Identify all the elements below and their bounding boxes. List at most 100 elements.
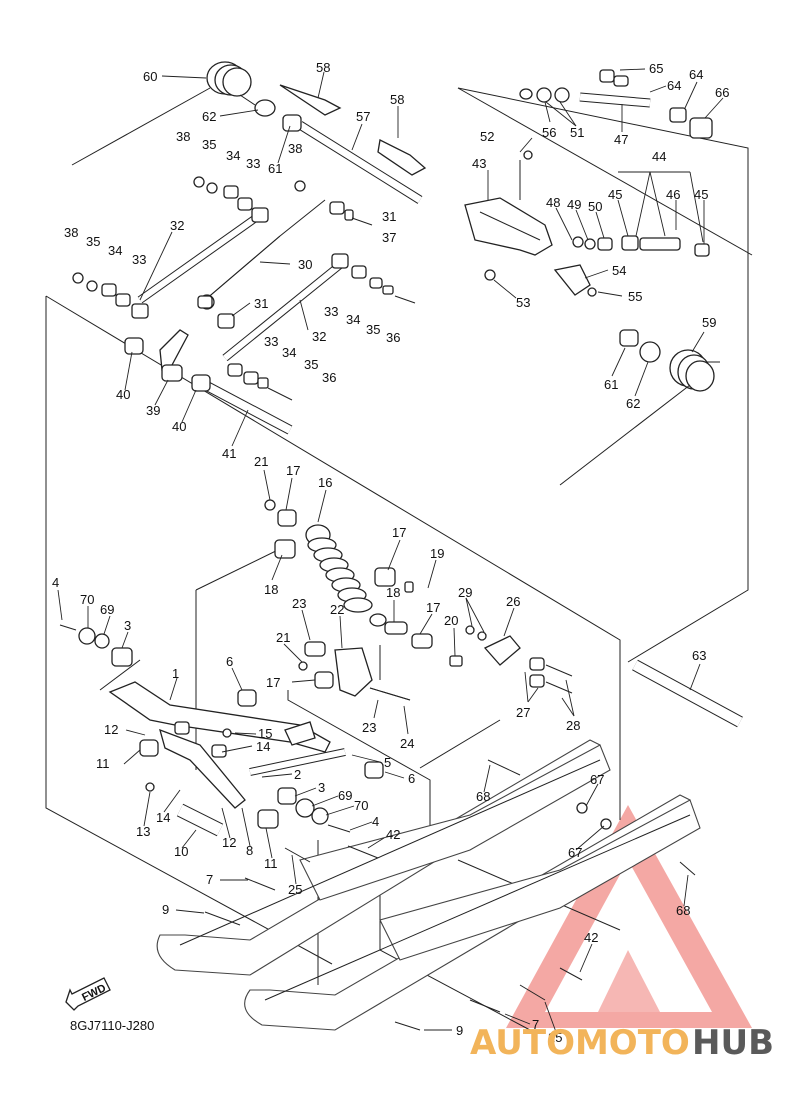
diagram-code: 8GJ7110-J280 bbox=[70, 1018, 154, 1033]
arms-and-rods bbox=[108, 92, 743, 837]
callout-4: 4 bbox=[52, 575, 59, 590]
callout-6: 6 bbox=[408, 771, 415, 786]
callout-12: 12 bbox=[104, 722, 118, 737]
callout-25: 25 bbox=[288, 882, 302, 897]
callout-32: 32 bbox=[312, 329, 326, 344]
callout-61: 61 bbox=[268, 161, 282, 176]
callout-35: 35 bbox=[366, 322, 380, 337]
callout-3: 3 bbox=[318, 780, 325, 795]
callout-42: 42 bbox=[584, 930, 598, 945]
callout-13: 13 bbox=[136, 824, 150, 839]
torsion-spring-right bbox=[559, 349, 720, 486]
callout-35: 35 bbox=[86, 234, 100, 249]
callout-64: 64 bbox=[667, 78, 681, 93]
callout-35: 35 bbox=[304, 357, 318, 372]
callout-18: 18 bbox=[264, 582, 278, 597]
callout-27: 27 bbox=[516, 705, 530, 720]
callout-34: 34 bbox=[346, 312, 360, 327]
callout-54: 54 bbox=[612, 263, 626, 278]
callout-35: 35 bbox=[202, 137, 216, 152]
callout-19: 19 bbox=[430, 546, 444, 561]
callout-20: 20 bbox=[444, 613, 458, 628]
callout-45: 45 bbox=[694, 187, 708, 202]
callout-9: 9 bbox=[456, 1023, 463, 1038]
callout-38: 38 bbox=[288, 141, 302, 156]
callout-17: 17 bbox=[266, 675, 280, 690]
callout-14: 14 bbox=[156, 810, 170, 825]
callout-36: 36 bbox=[322, 370, 336, 385]
callout-44: 44 bbox=[652, 149, 666, 164]
callout-23: 23 bbox=[292, 596, 306, 611]
callout-11: 11 bbox=[96, 756, 110, 771]
callout-63: 63 bbox=[692, 648, 706, 663]
callout-33: 33 bbox=[246, 156, 260, 171]
callout-58: 58 bbox=[390, 92, 404, 107]
callout-69: 69 bbox=[100, 602, 114, 617]
callout-14: 14 bbox=[256, 739, 270, 754]
callout-40: 40 bbox=[172, 419, 186, 434]
callout-1: 1 bbox=[172, 666, 179, 681]
callout-22: 22 bbox=[330, 602, 344, 617]
callout-46: 46 bbox=[666, 187, 680, 202]
callout-65: 65 bbox=[649, 61, 663, 76]
callout-33: 33 bbox=[132, 252, 146, 267]
callout-33: 33 bbox=[324, 304, 338, 319]
callout-62: 62 bbox=[626, 396, 640, 411]
callout-26: 26 bbox=[506, 594, 520, 609]
callout-25: 25 bbox=[548, 1030, 562, 1045]
callout-7: 7 bbox=[532, 1017, 539, 1032]
callout-32: 32 bbox=[170, 218, 184, 233]
callout-70: 70 bbox=[80, 592, 94, 607]
callout-10: 10 bbox=[174, 844, 188, 859]
callout-4: 4 bbox=[372, 814, 379, 829]
callout-42: 42 bbox=[386, 827, 400, 842]
hardware-items bbox=[59, 69, 713, 1031]
callout-2: 2 bbox=[294, 767, 301, 782]
watermark-text-part1: AUTOMOTO bbox=[470, 1023, 690, 1063]
callout-5: 5 bbox=[384, 755, 391, 770]
callout-55: 55 bbox=[628, 289, 642, 304]
callout-52: 52 bbox=[480, 129, 494, 144]
callout-34: 34 bbox=[226, 148, 240, 163]
callout-51: 51 bbox=[570, 125, 584, 140]
callout-16: 16 bbox=[318, 475, 332, 490]
callout-29: 29 bbox=[458, 585, 472, 600]
callout-31: 31 bbox=[382, 209, 396, 224]
fwd-arrow-icon: FWD bbox=[65, 977, 111, 1011]
callout-33: 33 bbox=[264, 334, 278, 349]
callout-48: 48 bbox=[546, 195, 560, 210]
callout-60: 60 bbox=[143, 69, 157, 84]
callout-23: 23 bbox=[362, 720, 376, 735]
callout-50: 50 bbox=[588, 199, 602, 214]
callout-21: 21 bbox=[276, 630, 290, 645]
callout-58: 58 bbox=[316, 60, 330, 75]
callout-7: 7 bbox=[206, 872, 213, 887]
callout-9: 9 bbox=[162, 902, 169, 917]
callout-34: 34 bbox=[282, 345, 296, 360]
fwd-label: FWD bbox=[80, 982, 108, 1004]
watermark-text-part2: HUB bbox=[692, 1023, 774, 1063]
callout-41: 41 bbox=[222, 446, 236, 461]
callout-38: 38 bbox=[176, 129, 190, 144]
callout-70: 70 bbox=[354, 798, 368, 813]
callout-40: 40 bbox=[116, 387, 130, 402]
callout-36: 36 bbox=[386, 330, 400, 345]
callout-11: 11 bbox=[264, 856, 278, 871]
callout-62: 62 bbox=[202, 109, 216, 124]
callout-15: 15 bbox=[258, 726, 272, 741]
callout-34: 34 bbox=[108, 243, 122, 258]
callout-24: 24 bbox=[400, 736, 414, 751]
callout-61: 61 bbox=[604, 377, 618, 392]
callout-67: 67 bbox=[568, 845, 582, 860]
callout-49: 49 bbox=[567, 197, 581, 212]
callout-17: 17 bbox=[426, 600, 440, 615]
callout-53: 53 bbox=[516, 295, 530, 310]
callout-47: 47 bbox=[614, 132, 628, 147]
callout-43: 43 bbox=[472, 156, 486, 171]
callout-64: 64 bbox=[689, 67, 703, 82]
callout-30: 30 bbox=[298, 257, 312, 272]
watermark-logo bbox=[506, 805, 752, 1028]
callout-68: 68 bbox=[476, 789, 490, 804]
callout-6: 6 bbox=[226, 654, 233, 669]
